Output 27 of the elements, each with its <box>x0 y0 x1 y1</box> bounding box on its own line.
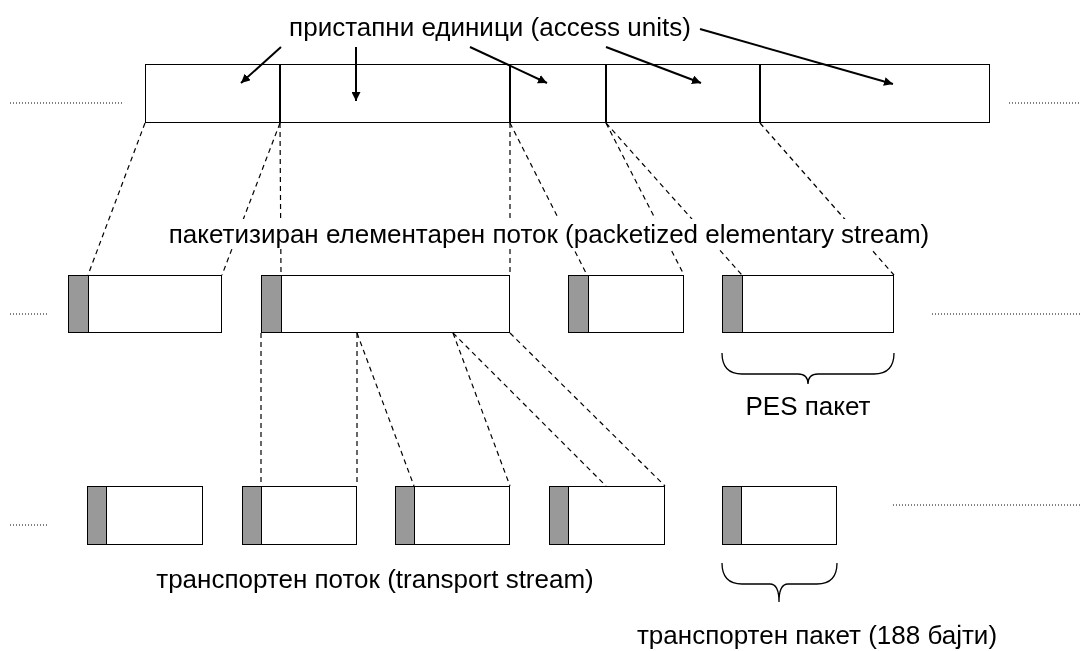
dashed-line <box>452 332 511 487</box>
packet-box <box>261 275 510 333</box>
arrow <box>240 46 282 84</box>
access-unit-box <box>510 64 606 123</box>
packet-box <box>722 275 894 333</box>
dashed-line <box>356 332 415 487</box>
dashed-line <box>221 122 281 276</box>
arrow <box>605 46 702 84</box>
access-unit-box <box>760 64 990 123</box>
dashed-line <box>509 332 666 487</box>
arrow <box>351 46 361 102</box>
dashed-line <box>605 122 743 276</box>
dashed-line <box>87 122 146 276</box>
packet-box <box>395 486 510 545</box>
packet-box <box>87 486 203 545</box>
dashed-line <box>759 122 895 276</box>
packet-box <box>242 486 357 545</box>
arrow <box>699 28 894 86</box>
packet-box <box>722 486 837 545</box>
access-unit-box <box>606 64 760 123</box>
packet-box <box>568 275 684 333</box>
packet-box <box>549 486 665 545</box>
access-unit-box <box>145 64 280 123</box>
arrow <box>469 46 548 84</box>
access-units-label: пристапни единици (access units) <box>280 12 700 47</box>
access-unit-box <box>280 64 510 123</box>
packet-box <box>68 275 222 333</box>
